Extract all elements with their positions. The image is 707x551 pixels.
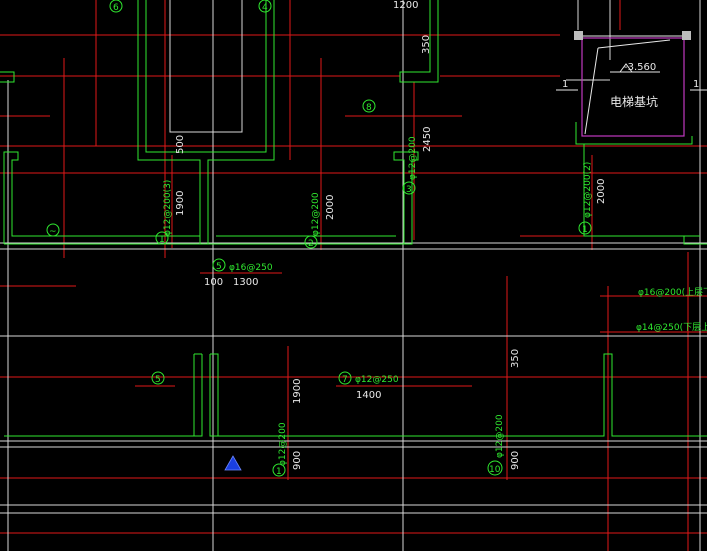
dim-100: 100 [204,277,223,288]
dim-2000-b: 2000 [596,179,607,204]
dim-1900-a: 1900 [175,191,186,216]
rebar-horizontal-lines [0,34,707,534]
bubble-1-right: 1 [582,225,588,235]
bubble-5-left: 5 [155,375,161,385]
rebar-7: φ12@250 [355,375,399,385]
bubble-numbers: 6 4 8 3 1 2 1 5 5 7 1 10 ~ [49,3,588,477]
bubble-8: 8 [366,103,372,113]
bubble-wave: ~ [49,227,57,237]
dim-900-a: 900 [292,451,303,470]
dim-1900-b: 1900 [292,379,303,404]
elevator-pit-label: 电梯基坑 [610,94,658,109]
section-mark-left: 1 [562,79,568,90]
rebar-2-top: φ12@200 [311,192,321,236]
bubble-1-top: 1 [159,235,165,245]
dim-350-mid: 350 [510,349,521,368]
dim-1300: 1300 [233,277,258,288]
rebar-3-top: φ12@200 [408,136,418,180]
rebar-10-bottom: φ12@200 [495,414,505,458]
rebar-labels: φ12@200(3) φ12@200 φ12@200 φ12@200(2) φ1… [163,136,707,466]
bubble-1-bottom: 1 [276,467,282,477]
reference-bubbles [46,0,592,477]
dimension-labels: 1200 100 1300 1400 [204,0,418,401]
pit-grip-right[interactable] [682,31,691,40]
dim-2000-a: 2000 [325,195,336,220]
dim-350-top: 350 [421,35,432,54]
section-mark-right: 1 [693,79,699,90]
rebar-right-2: φ14@250(下层上 [636,322,707,333]
dim-900-b: 900 [510,451,521,470]
elevator-pit: 电梯基坑 -3.560 1 1 [556,31,707,137]
dimension-labels-vertical: 350 500 2450 1900 2000 2000 350 1900 900… [175,35,607,470]
rebar-right-1: φ16@200(上层下 [638,287,707,298]
rebar-5-mid: φ16@250 [229,263,273,273]
pit-grip-left[interactable] [574,31,583,40]
bubble-5-mid: 5 [216,262,222,272]
dim-500: 500 [175,135,186,154]
rebar-1-bottom: φ12@200 [278,422,288,466]
dim-1400: 1400 [356,390,381,401]
bubble-4: 4 [262,3,268,13]
pit-elevation: -3.560 [624,62,656,73]
rebar-1-top: φ12@200(3) [163,180,173,236]
ucs-triangle-marker[interactable] [224,455,242,471]
bubble-10: 10 [489,465,501,475]
bubble-2-top: 2 [308,239,314,249]
bubble-6: 6 [113,3,119,13]
dim-1200: 1200 [393,0,418,11]
rebar-4-right: φ12@200(2) [583,162,593,218]
rebar-vertical-lines [63,0,689,551]
bubble-3: 3 [406,185,412,195]
wall-outlines [0,0,707,437]
dim-2450: 2450 [422,127,433,152]
bubble-7: 7 [342,375,348,385]
